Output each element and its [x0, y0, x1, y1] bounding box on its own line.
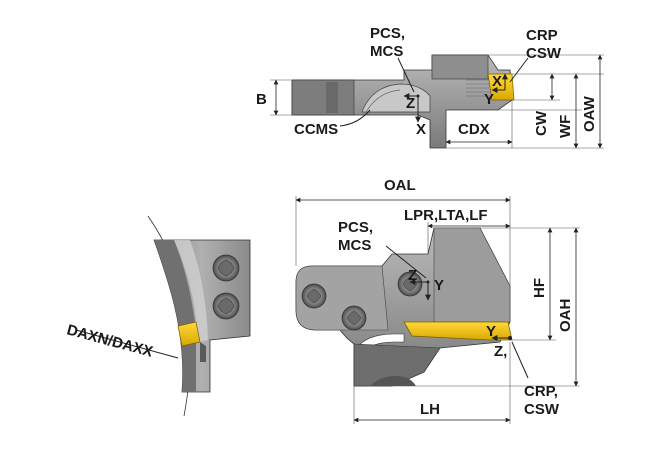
wf-label: WF [557, 115, 574, 138]
top-view-back-block [291, 79, 355, 116]
detail-view: DAXN/DAXX [65, 215, 251, 417]
side-view-insert [403, 321, 513, 341]
top-csw-label-2: CSW [526, 45, 562, 62]
screw-1 [301, 283, 327, 309]
detail-screw-1 [212, 254, 240, 282]
side-z-lower-label: Z, [494, 343, 507, 360]
side-crp-label-1: CRP, [524, 383, 558, 400]
top-view-head [431, 54, 489, 80]
cw-label: CW [533, 110, 550, 136]
top-x-upper-label: X [492, 73, 502, 90]
side-y-lower-label: Y [486, 323, 496, 340]
side-z-label: Z [408, 267, 417, 284]
hf-label: HF [531, 278, 548, 298]
side-csw-label-2: CSW [524, 401, 560, 418]
top-crp-label-1: CRP [526, 27, 558, 44]
side-y-upper-label: Y [434, 277, 444, 294]
side-mcs-label-2: MCS [338, 237, 371, 254]
b-label: B [256, 91, 267, 108]
side-pcs-label-1: PCS, [338, 219, 373, 236]
oah-label: OAH [557, 299, 574, 332]
detail-screw-2 [212, 292, 240, 320]
top-x-lower-label: X [416, 121, 426, 138]
top-z-label: Z [406, 95, 415, 112]
top-pcs-label-2: MCS [370, 43, 403, 60]
oal-label: OAL [384, 177, 416, 194]
ccms-label: CCMS [294, 121, 338, 138]
top-view: PCS, MCS CRP CSW B CCMS Z X X Y CDX CW W… [256, 25, 604, 149]
screw-2 [341, 305, 367, 331]
top-y-label: Y [484, 91, 494, 108]
lh-label: LH [420, 401, 440, 418]
detail-insert [177, 321, 201, 347]
lpr-lta-lf-label: LPR,LTA,LF [404, 207, 488, 224]
daxn-daxx-label: DAXN/DAXX [65, 321, 155, 360]
cdx-label: CDX [458, 121, 490, 138]
top-pcs-label-1: PCS, [370, 25, 405, 42]
side-view: OAL LPR,LTA,LF PCS, MCS Z Y Y Z, HF OAH … [295, 177, 580, 424]
oaw-label: OAW [581, 95, 598, 132]
